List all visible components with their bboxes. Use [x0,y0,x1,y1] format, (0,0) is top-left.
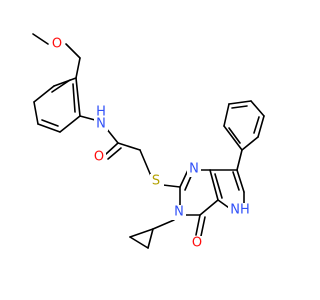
amide-hydrogen-label: H [96,105,106,120]
pyrrole-nh-bg [228,203,252,218]
bond-c7-phenyl [236,149,243,171]
bond-c4-o [195,214,201,236]
bond-ph-dbl2 [231,105,248,109]
bond-ph-d [228,100,252,105]
bond-aryl-n [79,115,96,121]
bond-carbonyl-ch2 [117,142,141,151]
molecule-structure: O N H O S N N NH O [32,33,265,251]
oxo-o-bg [190,236,204,251]
bond-ph-e [223,103,230,127]
bond-o-aryl [65,43,81,59]
methoxy-o-bg [50,37,64,52]
bonds [32,33,265,249]
oxo-oxygen-label: O [192,236,202,251]
bond-c2-n1 [179,169,189,188]
bond-c7a-c4a [209,169,219,201]
sulfur-label: S [152,174,160,189]
bond-ph-dbl3 [228,127,241,144]
amide-nitrogen-label: N [96,117,106,132]
bond-ph-a [241,136,259,151]
bond-carbonyl-o2 [107,147,122,160]
bond-ph-c [250,100,265,117]
bond-n3-cp [152,219,175,230]
thioether-s-bg [150,174,164,189]
bond-c6-c7-dbl [232,171,240,191]
bond-ar1-a [75,57,81,79]
bond-cp-c [129,228,154,238]
bond-c4a-c4 [199,199,219,216]
carbonyl-oxygen-label: O [94,150,104,165]
bond-ar1-c [33,85,55,103]
ring-nitrogen-1-label: N [189,162,199,177]
ring-n1-bg [187,162,201,177]
methoxy-oxygen-label: O [52,37,62,52]
bond-c4-o-dbl [200,216,206,237]
bond-ar1-dbl2 [41,119,59,127]
bond-cp-a [147,228,154,249]
ring-n3-bg [172,205,186,220]
bond-ph-dbl1 [253,116,260,134]
bond-carbonyl-o1 [105,142,119,155]
bond-ar1-dbl1 [51,79,71,93]
bond-ar1-e [37,123,61,133]
bond-ar1-g [75,77,81,117]
atom-labels: O N H O S N N NH O [50,37,252,251]
bond-ar1-d [33,101,39,125]
bond-ar1-dbl3 [72,83,76,113]
bond-ph-f [223,125,243,151]
bond-ar1-b [53,77,77,87]
bond-s-c2 [162,184,181,188]
bond-methyl-o [32,33,49,45]
bond-ar1-f [59,115,81,133]
bond-ph-b [257,115,265,138]
amide-n-bg [94,116,108,131]
bond-c7a-c4a-dbl [214,173,223,199]
pyrrole-nh-label: NH [230,203,250,218]
carbonyl-o-bg [92,150,106,165]
bond-ch2-s [139,149,152,177]
bond-c6-c7 [236,169,245,193]
bond-cp-b [129,236,149,249]
ring-nitrogen-3-label: N [174,205,184,220]
